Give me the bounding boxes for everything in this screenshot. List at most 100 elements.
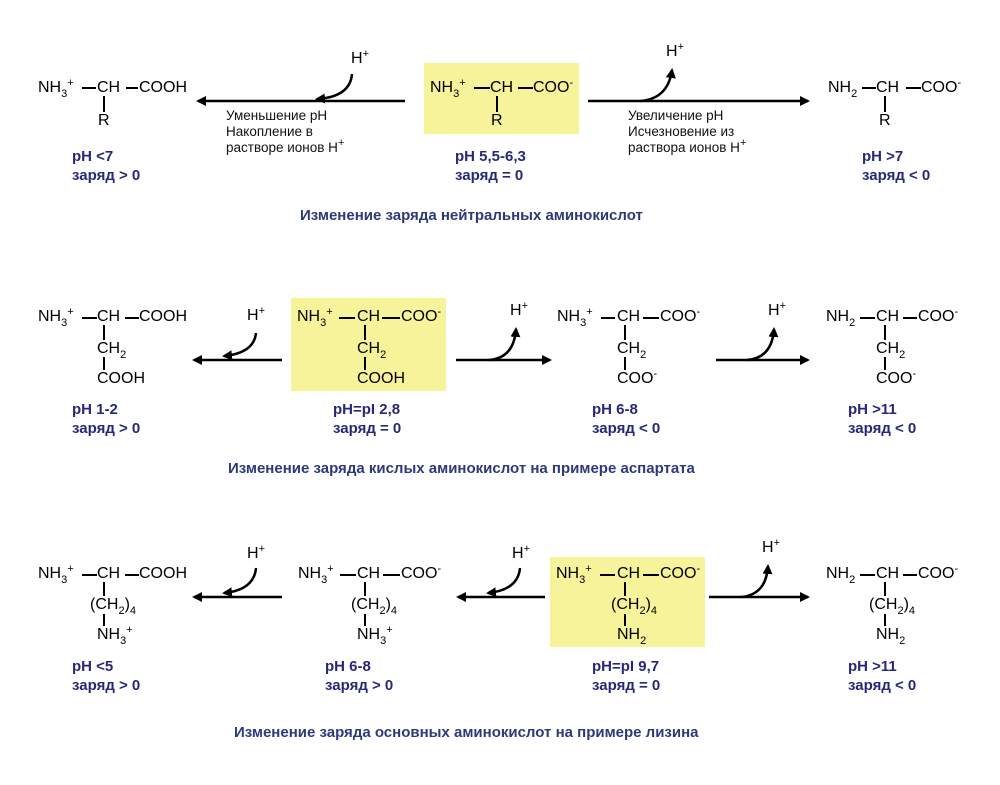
ph-label: pH 5,5-6,3 bbox=[455, 148, 526, 165]
charge-label: заряд < 0 bbox=[862, 167, 931, 184]
alpha-carbon: CH bbox=[876, 308, 900, 325]
amine-group: NH2 bbox=[826, 565, 856, 586]
charge-label: заряд = 0 bbox=[333, 420, 402, 437]
carboxyl-group: COO- bbox=[921, 77, 962, 96]
methylene-group: CH2 bbox=[617, 340, 647, 361]
ph-label: pH 6-8 bbox=[325, 658, 371, 675]
highlight-lysine-zwitterion bbox=[550, 557, 705, 647]
proton-release-arrow bbox=[746, 327, 779, 362]
ph-label: pH=pI 2,8 bbox=[333, 401, 401, 418]
charge-label: заряд > 0 bbox=[325, 677, 394, 694]
ph-label: pH 1-2 bbox=[72, 401, 118, 418]
alpha-carbon: CH bbox=[876, 565, 900, 582]
methylene-group: CH2 bbox=[876, 340, 906, 361]
proton-release-arrow bbox=[639, 68, 676, 103]
proton-uptake-arrow bbox=[486, 567, 522, 598]
ph-label: pH <7 bbox=[72, 148, 114, 165]
proton-label: H+ bbox=[247, 305, 265, 324]
methylene-group: CH2 bbox=[357, 340, 387, 361]
ph-label: pH >7 bbox=[862, 148, 904, 165]
methylene-chain: (CH2)4 bbox=[90, 596, 137, 617]
charge-label: заряд < 0 bbox=[592, 420, 661, 437]
proton-uptake-arrow bbox=[222, 332, 258, 361]
amine-group: NH3+ bbox=[297, 306, 333, 329]
increase-ph-note: Увеличение pH Исчезновение из раствора и… bbox=[628, 108, 747, 155]
carboxyl-group: COO- bbox=[918, 563, 959, 582]
proton-release-arrow bbox=[740, 564, 773, 599]
charge-label: заряд = 0 bbox=[455, 167, 524, 184]
side-chain-carboxyl: COO- bbox=[617, 368, 658, 387]
side-chain-carboxyl: COOH bbox=[97, 370, 145, 387]
carboxyl-group: COOH bbox=[139, 79, 187, 96]
side-chain-r: R bbox=[879, 112, 891, 129]
decrease-ph-note: Уменьшение pH Накопление в растворе ионо… bbox=[226, 108, 345, 155]
methylene-chain: (CH2)4 bbox=[611, 596, 658, 617]
charge-label: заряд = 0 bbox=[592, 677, 661, 694]
charge-label: заряд < 0 bbox=[848, 677, 917, 694]
proton-label: H+ bbox=[510, 300, 528, 319]
ph-label: pH=pI 9,7 bbox=[592, 658, 660, 675]
charge-label: заряд > 0 bbox=[72, 677, 141, 694]
side-chain-carboxyl: COOH bbox=[357, 370, 405, 387]
methylene-group: CH2 bbox=[97, 340, 127, 361]
alpha-carbon: CH bbox=[490, 79, 514, 96]
amine-group: NH3+ bbox=[298, 563, 334, 586]
carboxyl-group: COOH bbox=[139, 308, 187, 325]
carboxyl-group: COO- bbox=[401, 306, 442, 325]
carboxyl-group: COO- bbox=[918, 306, 959, 325]
section-caption: Изменение заряда основных аминокислот на… bbox=[234, 724, 699, 741]
side-chain-r: R bbox=[491, 112, 503, 129]
amine-group: NH3+ bbox=[430, 77, 466, 100]
carboxyl-group: COO- bbox=[401, 563, 442, 582]
alpha-carbon: CH bbox=[357, 308, 381, 325]
side-chain-carboxyl: COO- bbox=[876, 368, 917, 387]
charge-label: заряд > 0 bbox=[72, 167, 141, 184]
amine-group: NH2 bbox=[826, 308, 856, 329]
amine-group: NH3+ bbox=[38, 306, 74, 329]
carboxyl-group: COO- bbox=[660, 306, 701, 325]
amine-group: NH3+ bbox=[38, 77, 74, 100]
proton-release-arrow bbox=[488, 327, 521, 362]
side-chain-amine: NH2 bbox=[617, 626, 647, 647]
proton-label: H+ bbox=[666, 41, 684, 60]
side-chain-amine: NH3+ bbox=[357, 624, 393, 647]
charge-label: заряд > 0 bbox=[72, 420, 141, 437]
methylene-chain: (CH2)4 bbox=[351, 596, 398, 617]
proton-uptake-arrow bbox=[315, 73, 354, 104]
alpha-carbon: CH bbox=[876, 79, 900, 96]
alpha-carbon: CH bbox=[617, 308, 641, 325]
ph-label: pH 6-8 bbox=[592, 401, 638, 418]
highlight-aspartate-zwitterion bbox=[291, 298, 446, 391]
alpha-carbon: CH bbox=[97, 565, 121, 582]
proton-uptake-arrow bbox=[222, 567, 258, 598]
alpha-carbon: CH bbox=[97, 308, 121, 325]
carboxyl-group: COO- bbox=[660, 563, 701, 582]
ph-label: pH >11 bbox=[848, 401, 897, 418]
amine-group: NH2 bbox=[828, 79, 858, 100]
charge-label: заряд < 0 bbox=[848, 420, 917, 437]
alpha-carbon: CH bbox=[357, 565, 381, 582]
proton-label: H+ bbox=[247, 543, 265, 562]
side-chain-amine: NH3+ bbox=[97, 624, 133, 647]
side-chain-amine: NH2 bbox=[876, 626, 906, 647]
alpha-carbon: CH bbox=[97, 79, 121, 96]
amine-group: NH3+ bbox=[556, 563, 592, 586]
section-caption: Изменение заряда кислых аминокислот на п… bbox=[228, 460, 695, 477]
methylene-chain: (CH2)4 bbox=[869, 596, 916, 617]
carboxyl-group: COOH bbox=[139, 565, 187, 582]
proton-label: H+ bbox=[351, 48, 369, 67]
side-chain-r: R bbox=[98, 112, 110, 129]
section-caption: Изменение заряда нейтральных аминокислот bbox=[300, 207, 643, 224]
proton-label: H+ bbox=[512, 543, 530, 562]
proton-label: H+ bbox=[762, 537, 780, 556]
ph-label: pH <5 bbox=[72, 658, 114, 675]
alpha-carbon: CH bbox=[617, 565, 641, 582]
highlight-neutral-zwitterion bbox=[424, 63, 579, 134]
carboxyl-group: COO- bbox=[533, 77, 574, 96]
ph-label: pH >11 bbox=[848, 658, 897, 675]
amine-group: NH3+ bbox=[557, 306, 593, 329]
proton-label: H+ bbox=[768, 300, 786, 319]
amine-group: NH3+ bbox=[38, 563, 74, 586]
